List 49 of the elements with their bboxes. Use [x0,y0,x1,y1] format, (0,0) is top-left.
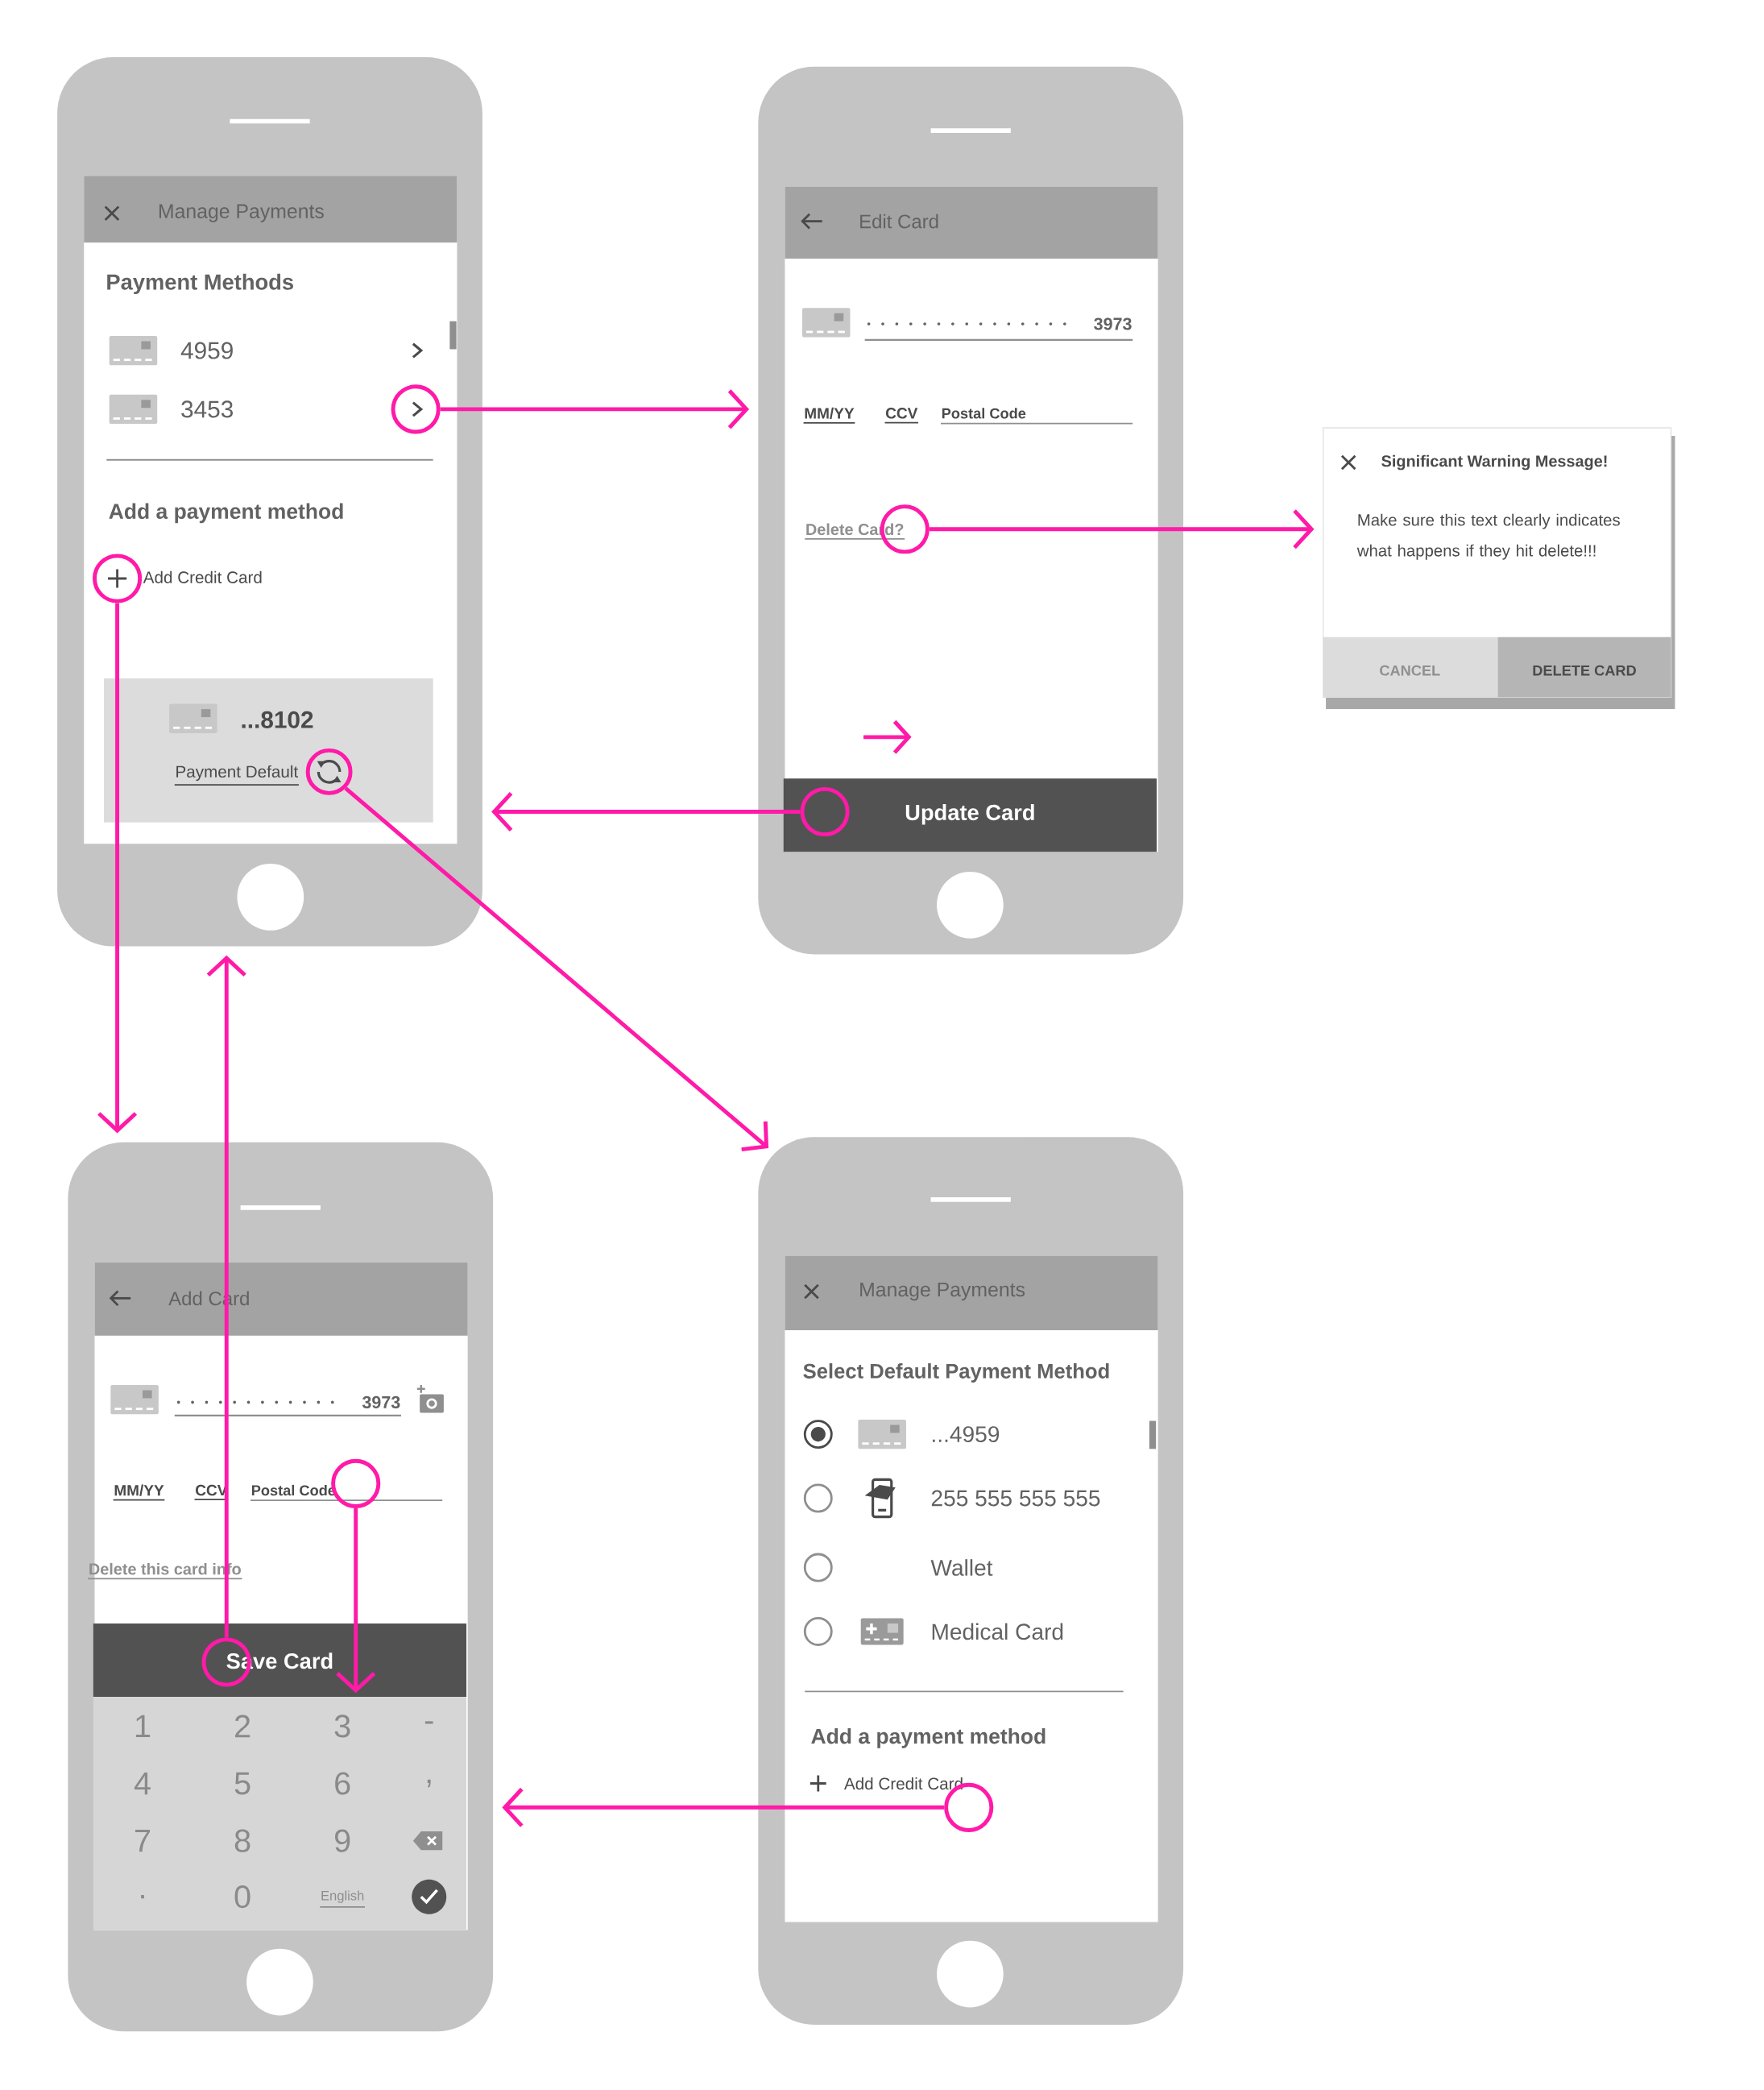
field-label: MM/YY [112,1484,166,1501]
field-label: Postal Code [939,408,1133,425]
key-label: , [427,1779,431,1788]
key-label: - [424,1721,433,1724]
field-label: MM/YY [802,407,856,424]
section-heading: Add a payment method [811,1727,1046,1748]
screen-title: Edit Card [859,214,938,229]
hotspot-circle [800,786,850,837]
card-number: 3453 [181,400,233,418]
option-label: Wallet [930,1559,993,1576]
section-heading: Select Default Payment Method [803,1363,1109,1383]
option-label: ...4959 [932,1426,999,1443]
key-label: 6 [335,1772,350,1795]
link-text: Payment Default [173,765,300,786]
option-label: 255 555 555 555 [931,1490,1100,1507]
hotspot-circle [92,554,142,603]
key-label: 1 [135,1715,150,1738]
key-label: 4 [134,1772,151,1795]
section-heading: Add a payment method [109,503,343,524]
key-label: English [319,1890,366,1908]
arrow [206,955,246,1638]
input-field: 3973 [864,317,1133,341]
key-label: 9 [334,1829,350,1852]
card-number: 4959 [180,342,233,359]
link-text: Add Credit Card [143,570,262,583]
section-heading: Payment Methods [107,273,293,295]
arrow [502,1787,944,1827]
update-button: Update Card [783,778,1157,852]
arrow [440,389,749,429]
arrow [336,1507,376,1694]
arrow [929,509,1315,549]
key-label: 3 [334,1715,350,1738]
field-label: CCV [884,408,919,424]
screen-title: Manage Payments [860,1282,1025,1301]
screen-title: Manage Payments [159,204,324,222]
option-label: Medical Card [932,1623,1063,1640]
card-number: ...8102 [242,711,313,728]
arrow [491,792,801,831]
key-label: 0 [234,1885,251,1909]
input-field: 3973 [174,1395,401,1416]
arrow [97,603,137,1134]
arrow [344,786,768,1152]
key-label: 2 [234,1715,250,1738]
key-label: 7 [135,1830,150,1852]
hotspot-circle [305,748,353,795]
key-label: . [141,1895,144,1899]
key-label: 8 [234,1829,251,1852]
hotspot-circle [391,384,441,434]
key-label: 5 [234,1772,251,1795]
